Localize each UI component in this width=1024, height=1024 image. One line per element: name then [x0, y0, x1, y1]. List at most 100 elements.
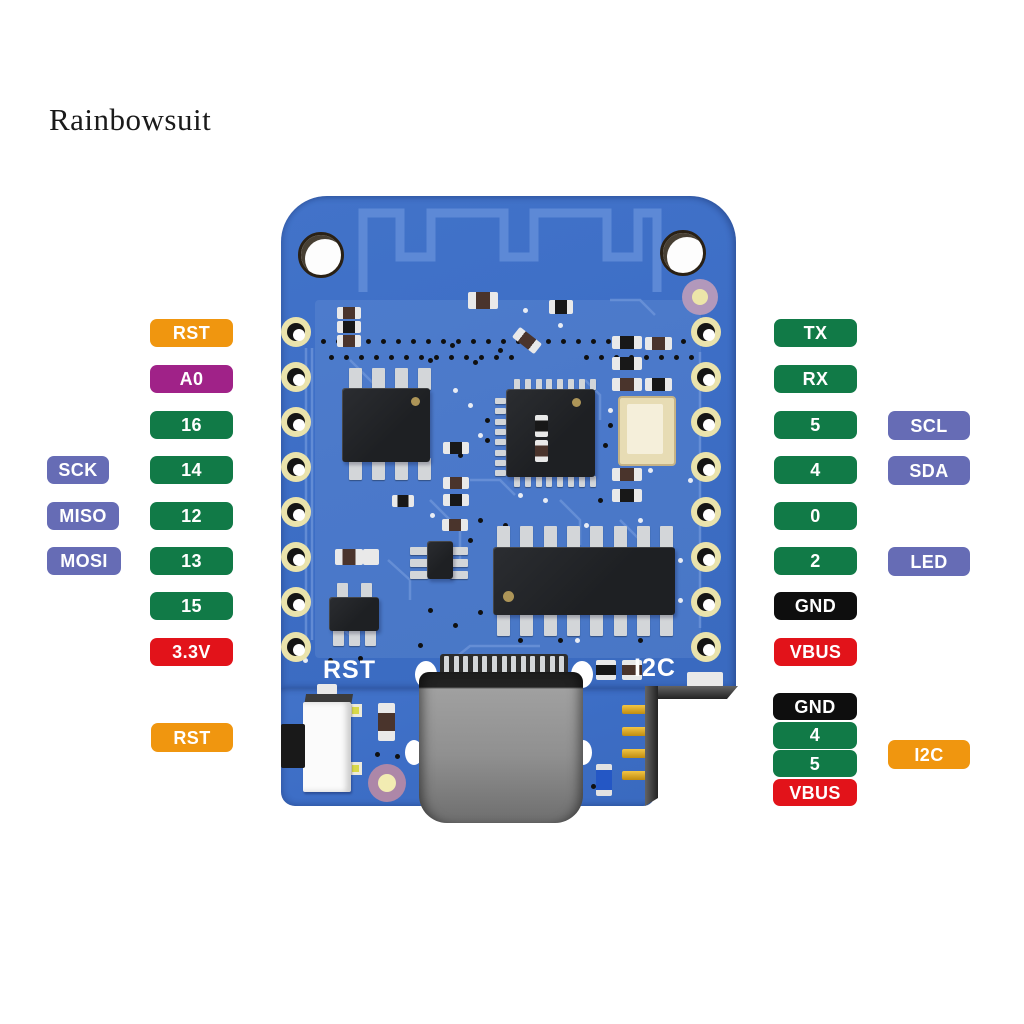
chip-leg [410, 571, 428, 579]
via-dot [598, 354, 604, 360]
smd-component [378, 703, 395, 741]
pin-badge-5: 5 [774, 411, 857, 439]
via-dot [590, 783, 596, 789]
usb-pad [511, 656, 517, 674]
via-dot [687, 477, 693, 483]
chip-leg [349, 368, 362, 390]
via-dot [327, 657, 333, 663]
via-dot [680, 338, 686, 344]
pin-badge-5: 5 [773, 750, 857, 778]
smd-component [549, 300, 573, 314]
chip-leg [495, 439, 506, 446]
chip-leg [497, 526, 510, 550]
via-dot [545, 338, 551, 344]
via-dot [583, 522, 589, 528]
via-dot [302, 657, 308, 663]
smd-component [335, 549, 363, 565]
via-dot [583, 354, 589, 360]
pin-badge-mosi: MOSI [47, 547, 121, 575]
pin-badge-gnd: GND [774, 592, 857, 620]
chip-leg [361, 583, 372, 599]
pad-ring-top-right [682, 279, 718, 315]
via-dot [380, 338, 386, 344]
smd-component [363, 549, 379, 565]
smd-component [443, 494, 469, 506]
pin-hole [281, 362, 311, 392]
via-dot [467, 537, 473, 543]
via-dot [522, 307, 528, 313]
smd-component [687, 672, 723, 687]
pin-hole [691, 452, 721, 482]
chip-leg [524, 476, 531, 487]
chip-leg [349, 458, 362, 480]
via-dot [677, 597, 683, 603]
chip-leg [495, 418, 506, 425]
gold-pad [622, 749, 648, 758]
switch-contact [349, 704, 362, 717]
pin-badge-12: 12 [150, 502, 233, 530]
pin-hole [691, 362, 721, 392]
chip-leg [495, 459, 506, 466]
pin-hole [691, 497, 721, 527]
via-dot [427, 607, 433, 613]
via-dot [484, 417, 490, 423]
blue-smd-component [596, 764, 612, 796]
chip-leg [372, 458, 385, 480]
reset-switch-actuator [281, 724, 305, 768]
via-dot [477, 432, 483, 438]
via-dot [517, 492, 523, 498]
chip-leg [557, 379, 564, 390]
chip-leg [535, 379, 542, 390]
via-dot [500, 338, 506, 344]
via-dot [365, 338, 371, 344]
smd-component [392, 495, 414, 507]
i2c-socket-edge [645, 686, 738, 699]
pin-badge-tx: TX [774, 319, 857, 347]
chip-leg [349, 629, 360, 646]
pin-badge-i2c: I2C [888, 740, 970, 769]
chip-leg [520, 612, 534, 636]
chip-leg [568, 379, 574, 390]
via-dot [429, 512, 435, 518]
pad-ring-bottom-left [368, 764, 406, 802]
pin-badge-rx: RX [774, 365, 857, 393]
pin-badge-sck: SCK [47, 456, 109, 484]
via-dot [463, 354, 469, 360]
via-dot [449, 342, 455, 348]
chip-leg [636, 612, 650, 636]
via-dot [508, 354, 514, 360]
chip-leg [450, 559, 468, 567]
usb-shell-pad [405, 740, 423, 765]
chip-leg [497, 612, 510, 636]
via-dot [403, 354, 409, 360]
via-dot [485, 338, 491, 344]
sot23-chip [427, 541, 453, 579]
chip-leg [546, 476, 553, 487]
chip-leg [495, 408, 506, 415]
pin-badge-3.3v: 3.3V [150, 638, 233, 666]
via-dot [477, 517, 483, 523]
chip-leg [372, 368, 385, 390]
sop-pin1-dot [503, 591, 514, 602]
via-dot [477, 609, 483, 615]
chip-leg [495, 398, 506, 404]
pin-badge-vbus: VBUS [773, 779, 857, 807]
pin-badge-14: 14 [150, 456, 233, 484]
pin-hole [691, 407, 721, 437]
chip-leg [410, 547, 428, 555]
via-dot [448, 354, 454, 360]
usb-c-connector [419, 672, 583, 823]
smd-component [443, 442, 469, 454]
pin-hole [691, 587, 721, 617]
pin-hole [281, 587, 311, 617]
via-dot [472, 359, 478, 365]
usb-serial-chip [493, 547, 675, 615]
chip-leg [578, 379, 585, 390]
pin-badge-2: 2 [774, 547, 857, 575]
usb-pad [520, 656, 526, 674]
via-dot [388, 354, 394, 360]
via-dot [517, 637, 523, 643]
pin-hole [691, 317, 721, 347]
reset-switch [303, 702, 351, 792]
via-dot [607, 422, 613, 428]
